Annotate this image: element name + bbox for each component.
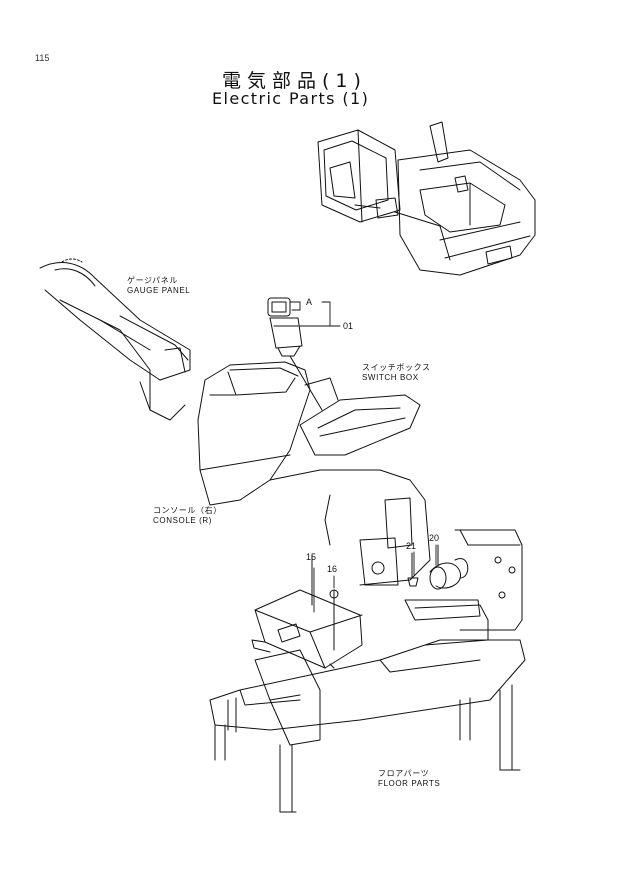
page-title-japanese: 電気部品(1) [222, 70, 367, 92]
floor-parts-label: フロアパーツ FLOOR PARTS [378, 769, 440, 789]
callout-20: 20 [429, 533, 440, 543]
callout-a: A [306, 297, 313, 307]
callout-01: 01 [343, 321, 354, 331]
console-illustration [197, 361, 431, 586]
page-title-english: Electric Parts (1) [212, 89, 370, 108]
page-number: 115 [35, 53, 50, 63]
callout-15: 15 [306, 552, 317, 562]
key-switch-illustration [267, 297, 323, 411]
floor-parts-label-jp: フロアパーツ [378, 769, 430, 778]
gauge-panel-illustration [39, 258, 191, 421]
gauge-panel-label-jp: ゲージパネル [127, 276, 178, 285]
floor-parts-label-en: FLOOR PARTS [378, 779, 441, 788]
floor-parts-illustration [209, 599, 526, 813]
controller-box-illustration [251, 554, 363, 669]
excavator-overview-illustration [317, 121, 536, 276]
switch-box-label-jp: スイッチボックス [362, 363, 431, 372]
switch-box-label-en: SWITCH BOX [362, 373, 419, 382]
horn-bracket-illustration [407, 529, 523, 646]
console-r-label-jp: コンソール（右） [153, 506, 222, 515]
callout-16: 16 [327, 564, 338, 574]
console-r-label-en: CONSOLE (R) [153, 516, 213, 525]
gauge-panel-label: ゲージパネル GAUGE PANEL [127, 276, 190, 296]
gauge-panel-label-en: GAUGE PANEL [127, 286, 191, 295]
switch-box-label: スイッチボックス SWITCH BOX [362, 363, 431, 383]
callout-21: 21 [406, 541, 417, 551]
leader-lines [289, 301, 437, 613]
console-r-label: コンソール（右） CONSOLE (R) [153, 506, 222, 526]
